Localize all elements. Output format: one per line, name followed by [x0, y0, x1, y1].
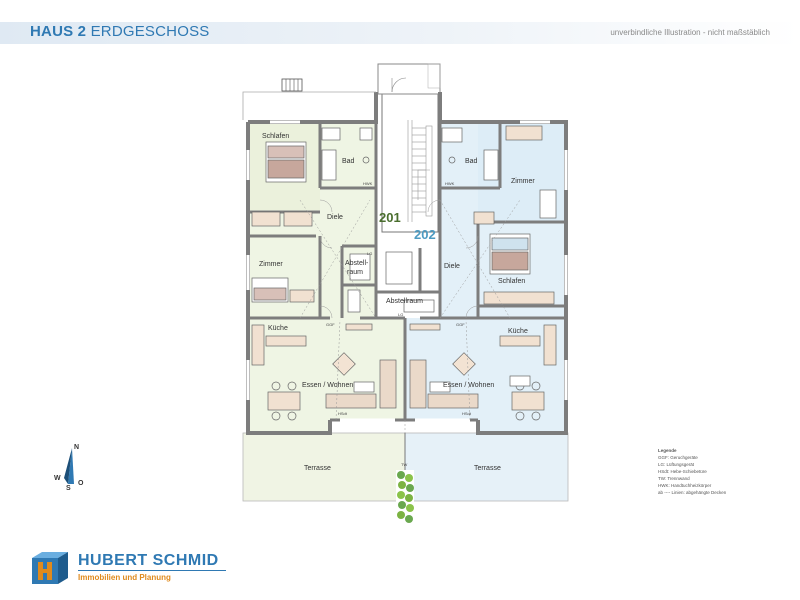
room-label: Terrasse: [304, 465, 331, 472]
title-floor: ERDGESCHOSS: [90, 23, 210, 40]
compass: N S W O: [50, 444, 90, 494]
mark-ggf: GGF: [456, 322, 465, 327]
room-label: Schlafen: [262, 133, 289, 140]
room-label: Küche: [268, 325, 288, 332]
room-label: Abstellraum: [386, 298, 423, 305]
unit-202-label: 202: [414, 227, 436, 242]
interior-walls: [248, 122, 566, 422]
room-label: Abstell-: [345, 260, 369, 267]
legend-line: HSdt: Hebe-Schiebetüre: [658, 469, 707, 474]
mark-tw: TW: [401, 462, 407, 467]
room-label: Bad: [342, 158, 355, 165]
legend: Legende GGF: Geruchgeräte LG: Lüftungsge…: [658, 447, 726, 496]
compass-w: W: [54, 475, 61, 482]
compass-s: S: [66, 485, 71, 492]
legend-line: ab ---- Linien: abgehängte Decken: [658, 490, 727, 495]
compass-n: N: [74, 444, 80, 451]
title-house: HAUS 2: [30, 23, 87, 40]
legend-line: HWK: Handtuchheizkörper: [658, 483, 712, 488]
mark-hsdt: HSdt: [338, 411, 348, 416]
room-label: Küche: [508, 328, 528, 335]
legend-line: TW: Trennwand: [658, 476, 690, 481]
room-label: Essen / Wohnen: [443, 382, 494, 389]
furniture-right: [385, 125, 557, 421]
room-label: Diele: [327, 214, 343, 221]
terrace-right: [404, 432, 569, 502]
dashed-ceiling-lines: [299, 199, 521, 433]
windows: [246, 120, 568, 422]
mark-hwk: HWK: [363, 181, 373, 186]
room-label: Zimmer: [259, 261, 283, 268]
logo-name: HUBERT SCHMID: [78, 552, 219, 569]
room-label: raum: [347, 269, 363, 276]
legend-line: GGF: Geruchgeräte: [658, 455, 698, 460]
header-bar: [0, 22, 800, 44]
logo-tagline: Immobilien und Planung: [78, 573, 171, 582]
plant-strip: [396, 470, 414, 526]
room-label: Bad: [465, 158, 478, 165]
legend-title: Legende: [658, 448, 677, 453]
room-label: Terrasse: [474, 465, 501, 472]
room-label: Essen / Wohnen: [302, 382, 353, 389]
mark-lg: LG: [367, 251, 372, 256]
legend-line: LG: Lüftungsgerät: [658, 462, 695, 467]
disclaimer-text: unverbindliche Illustration - nicht maßs…: [610, 28, 770, 37]
room-label: Diele: [444, 263, 460, 270]
mark-hsdt: HSdt: [462, 411, 472, 416]
logo-mark-icon: [32, 552, 68, 584]
entrance-vestibule: [377, 63, 441, 95]
mark-ggf: GGF: [326, 322, 335, 327]
room-label: Schlafen: [498, 278, 525, 285]
mark-lg: LG: [398, 312, 403, 317]
compass-needle-icon: [64, 448, 74, 484]
furniture-left: [251, 127, 397, 421]
unit-201-label: 201: [379, 210, 401, 225]
company-logo: HUBERT SCHMID Immobilien und Planung: [28, 548, 238, 588]
room-label: Zimmer: [511, 178, 535, 185]
stair-steps: [407, 120, 433, 222]
compass-o: O: [78, 480, 84, 487]
logo-divider: [78, 570, 226, 571]
page-title: HAUS 2 ERDGESCHOSS: [30, 23, 209, 40]
mark-hwk: HWK: [445, 181, 455, 186]
terrace-left: [242, 432, 406, 502]
